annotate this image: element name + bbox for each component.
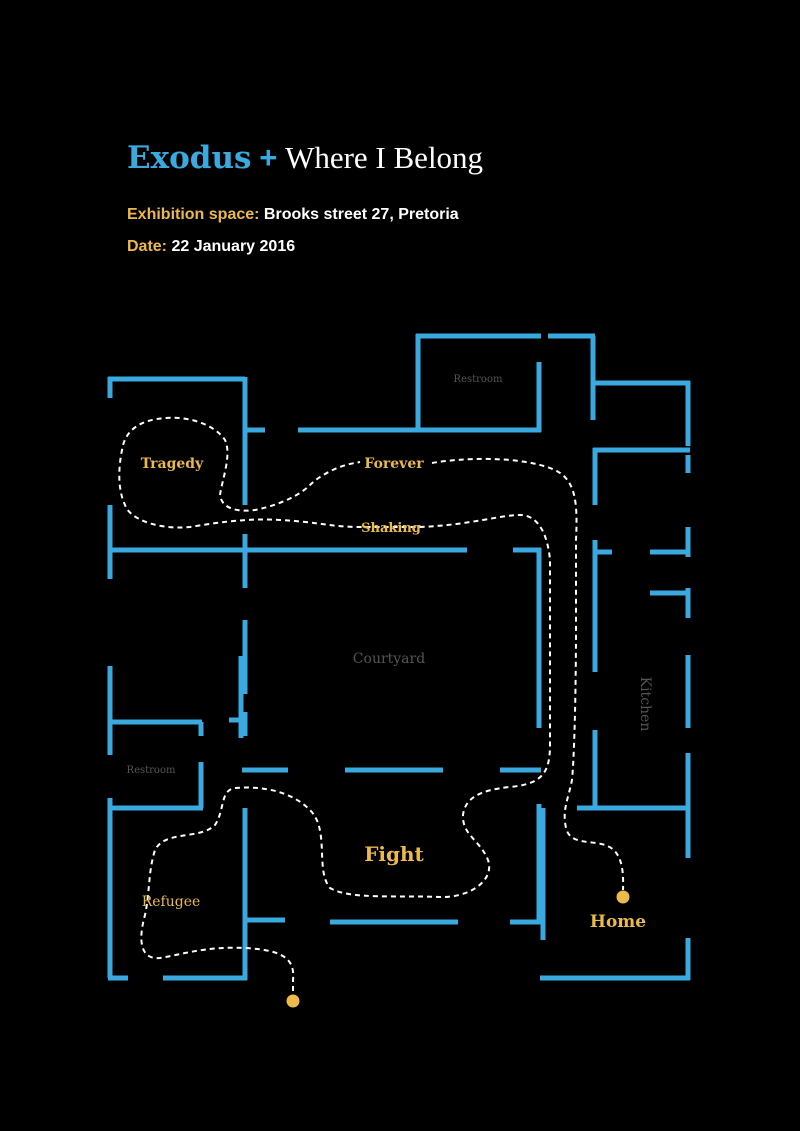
stop-label-shaking: Shaking [361,521,421,536]
date-value: 22 January 2016 [171,238,296,255]
room-label-restroom-left: Restroom [127,765,176,776]
title-accent: Exodus [127,140,252,176]
room-label-kitchen: Kitchen [637,677,653,732]
title-rest: Where I Belong [285,140,484,175]
venue-label: Exhibition space: [127,206,260,223]
date-label: Date: [127,238,168,255]
route-path [118,416,551,1000]
route-start-marker [286,994,300,1008]
floor-plan-walls [107,333,691,981]
stop-label-home: Home [590,912,646,932]
stop-label-fight: Fight [364,842,424,866]
route-end-marker [616,890,630,904]
room-label-restroom-top: Restroom [454,374,503,385]
stop-label-forever: Forever [364,456,424,472]
date-line: Date: 22 January 2016 [127,237,295,257]
poster-title: Exodus + Where I Belong [127,138,483,178]
title-plus: + [259,140,278,175]
route-path-east [431,457,625,891]
venue-line: Exhibition space: Brooks street 27, Pret… [127,205,459,225]
room-label-courtyard: Courtyard [353,651,425,667]
stop-label-refugee: Refugee [142,894,201,910]
stop-label-tragedy: Tragedy [141,456,204,472]
venue-value: Brooks street 27, Pretoria [263,206,459,223]
